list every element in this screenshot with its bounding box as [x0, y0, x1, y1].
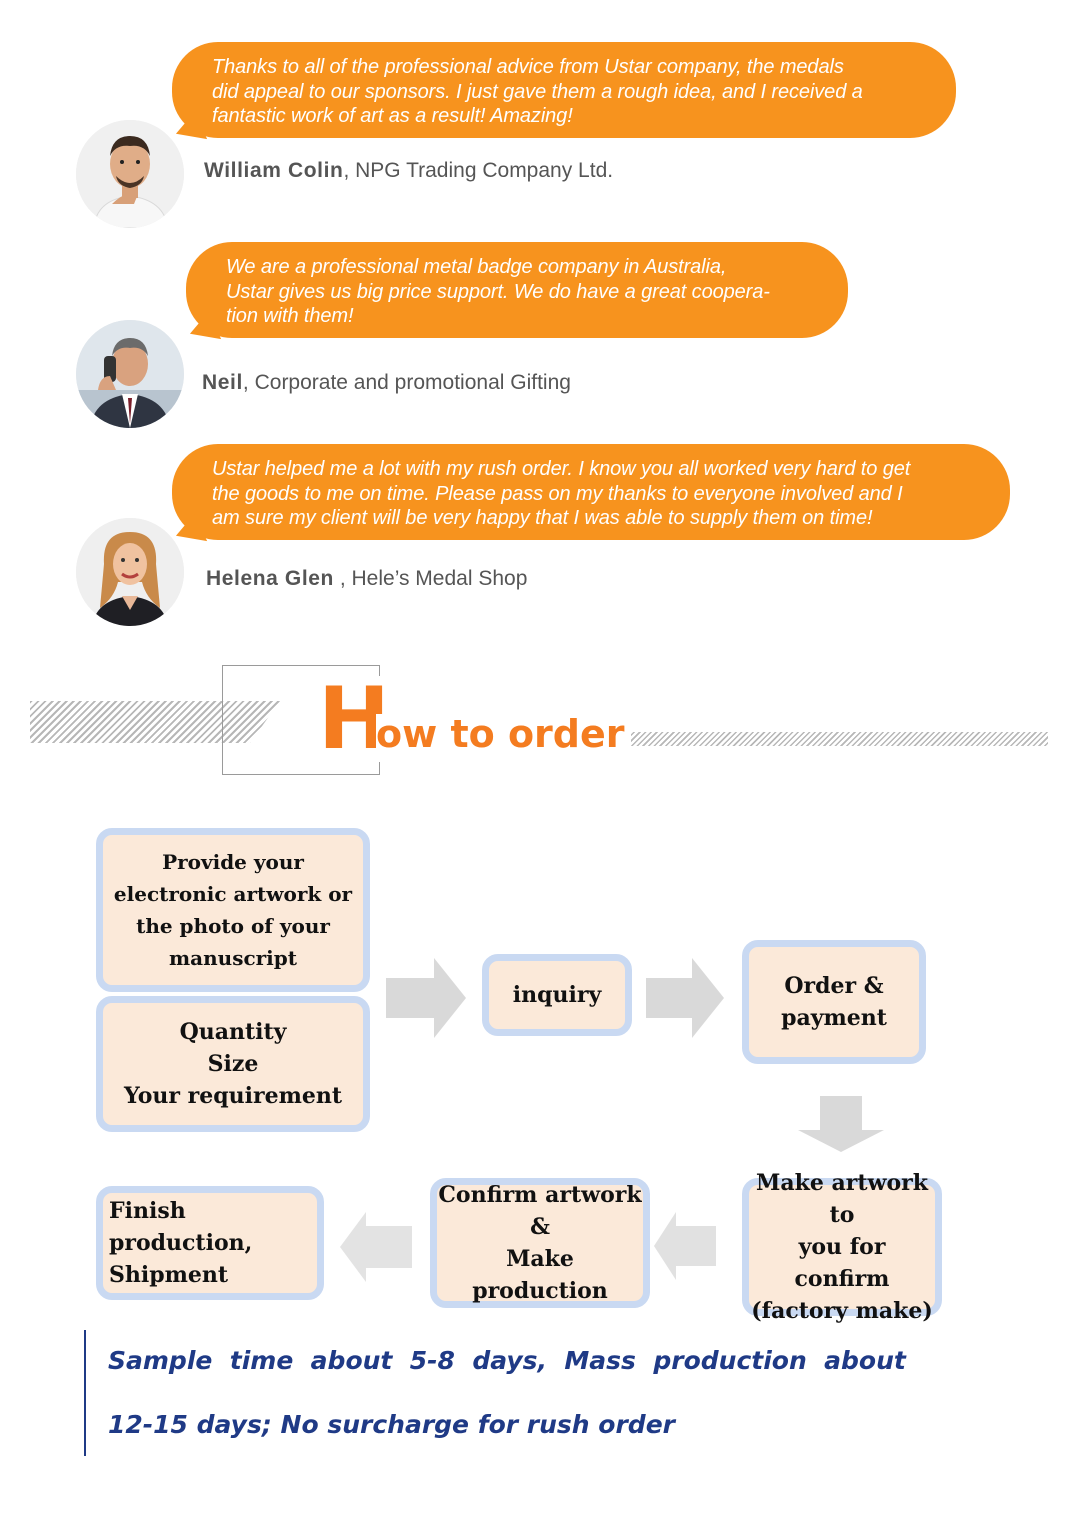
footer-accent-line	[84, 1330, 86, 1456]
quote-line: tion with them!	[226, 305, 354, 327]
author-company: Hele’s Medal Shop	[351, 567, 528, 590]
arrow-shaft	[646, 978, 692, 1018]
title-hatch-left	[30, 701, 280, 743]
footer-line-1: Sample time about 5-8 days, Mass product…	[108, 1346, 906, 1375]
author-sep: ,	[343, 159, 356, 182]
quote-line: Ustar helped me a lot with my rush order…	[212, 458, 911, 480]
testimonial-bubble-3: Ustar helped me a lot with my rush order…	[170, 444, 1010, 553]
step-finish-shipment: Finish production, Shipment	[96, 1186, 324, 1300]
step-inquiry: inquiry	[482, 954, 632, 1036]
arrow-head	[692, 958, 724, 1038]
step-order-payment: Order & payment	[742, 940, 926, 1064]
author-company: NPG Trading Company Ltd.	[355, 159, 614, 182]
author-name: Neil	[202, 371, 243, 394]
footer-line-2: 12-15 days; No surcharge for rush order	[108, 1410, 675, 1439]
arrow-right-icon	[646, 958, 724, 1038]
step-make-artwork: Make artwork to you for confirm (factory…	[742, 1170, 942, 1324]
quote-line: Thanks to all of the professional advice…	[212, 56, 844, 78]
author-sep: ,	[333, 567, 352, 590]
step-confirm-production: Confirm artwork & Make production	[430, 1178, 650, 1308]
arrow-left-icon	[340, 1212, 412, 1282]
quote-line: the goods to me on time. Please pass on …	[212, 482, 903, 505]
avatar-woman	[76, 518, 184, 626]
step-artwork: Provide your electronic artwork or the p…	[96, 828, 370, 992]
testimonial-bubble-1: Thanks to all of the professional advice…	[170, 42, 956, 151]
avatar-man-glasses	[76, 120, 184, 228]
arrow-right-icon	[386, 958, 466, 1038]
title-hatch-right	[622, 732, 1048, 746]
bubble-tail	[170, 111, 208, 151]
testimonial-author-1: William Colin, NPG Trading Company Ltd.	[204, 159, 613, 183]
arrow-down-icon	[798, 1096, 884, 1154]
quote-line: We are a professional metal badge compan…	[226, 256, 727, 278]
title-text: ow to order	[376, 714, 631, 754]
quote-line: did appeal to our sponsors. I just gave …	[212, 80, 863, 103]
arrow-shaft	[676, 1226, 716, 1266]
arrow-shaft	[386, 978, 434, 1018]
author-name: Helena Glen	[206, 567, 334, 590]
quote-line: fantastic work of art as a result! Amazi…	[212, 105, 573, 127]
author-name: William Colin	[204, 159, 344, 182]
author-company: Corporate and promotional Gifting	[254, 371, 571, 394]
testimonial-author-3: Helena Glen , Hele’s Medal Shop	[206, 567, 527, 591]
bubble-tail	[184, 311, 222, 351]
arrow-head	[654, 1212, 676, 1280]
avatar-man-phone	[76, 320, 184, 428]
arrow-left-icon	[654, 1212, 716, 1280]
arrow-head	[434, 958, 466, 1038]
arrow-head	[340, 1212, 366, 1282]
arrow-shaft	[366, 1226, 412, 1268]
testimonial-bubble-2: We are a professional metal badge compan…	[184, 242, 848, 351]
arrow-shaft	[820, 1096, 862, 1130]
author-sep: ,	[242, 371, 255, 394]
quote-line: Ustar gives us big price support. We do …	[226, 280, 770, 303]
testimonial-author-2: Neil, Corporate and promotional Gifting	[202, 371, 571, 395]
quote-line: am sure my client will be very happy tha…	[212, 507, 873, 529]
arrow-head	[798, 1130, 884, 1152]
step-quantity: Quantity Size Your requirement	[96, 996, 370, 1132]
